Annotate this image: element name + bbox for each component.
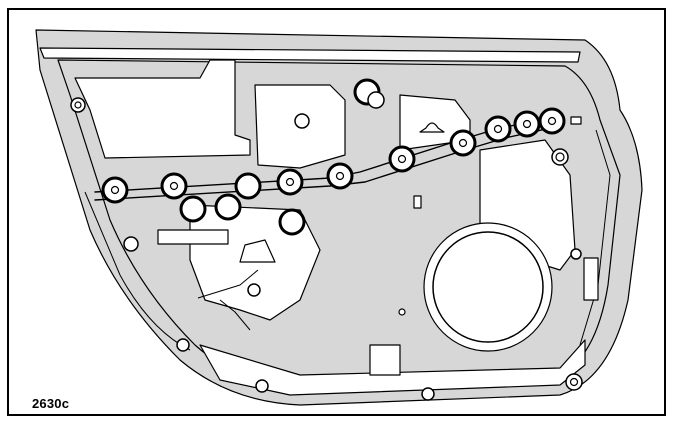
clip-ring [110, 185, 120, 195]
screw-hole [294, 113, 310, 129]
screw-hole [247, 283, 261, 297]
screw-hole [176, 338, 190, 352]
clip-ring [522, 119, 532, 129]
screw-hole [570, 248, 582, 260]
fixing-ring [214, 193, 242, 221]
clip-ring [169, 181, 179, 191]
clip-ring [493, 124, 503, 134]
right-grille [583, 257, 599, 301]
clip-ring [458, 138, 468, 148]
clip-ring [234, 172, 262, 200]
clip-ring [397, 154, 407, 164]
figure-code: 2630c [32, 396, 70, 411]
screw-hole [569, 377, 579, 387]
keyhole-feature [419, 122, 445, 133]
upper-left-cutout [74, 59, 251, 159]
right-slot [570, 116, 582, 125]
branch-line [197, 269, 259, 299]
center-slot [413, 195, 422, 209]
upper-trim [39, 47, 581, 63]
speaker-inner [432, 231, 544, 343]
lower-center-post [369, 344, 401, 376]
screw-hole [255, 379, 269, 393]
fixing-ring [179, 195, 207, 223]
screw-hole [74, 101, 82, 109]
screw-hole [123, 236, 139, 252]
fixing-ring [367, 91, 385, 109]
center-bracket [239, 239, 276, 263]
right-body-edge [579, 129, 611, 346]
clip-ring [335, 171, 345, 181]
screw-hole [421, 387, 435, 401]
clip-ring [285, 177, 295, 187]
lower-left-bracket [157, 229, 229, 245]
screw-hole [555, 152, 565, 162]
fixing-ring [278, 208, 306, 236]
screw-hole [398, 308, 406, 316]
branch-line [219, 299, 251, 331]
clip-ring [547, 116, 557, 126]
